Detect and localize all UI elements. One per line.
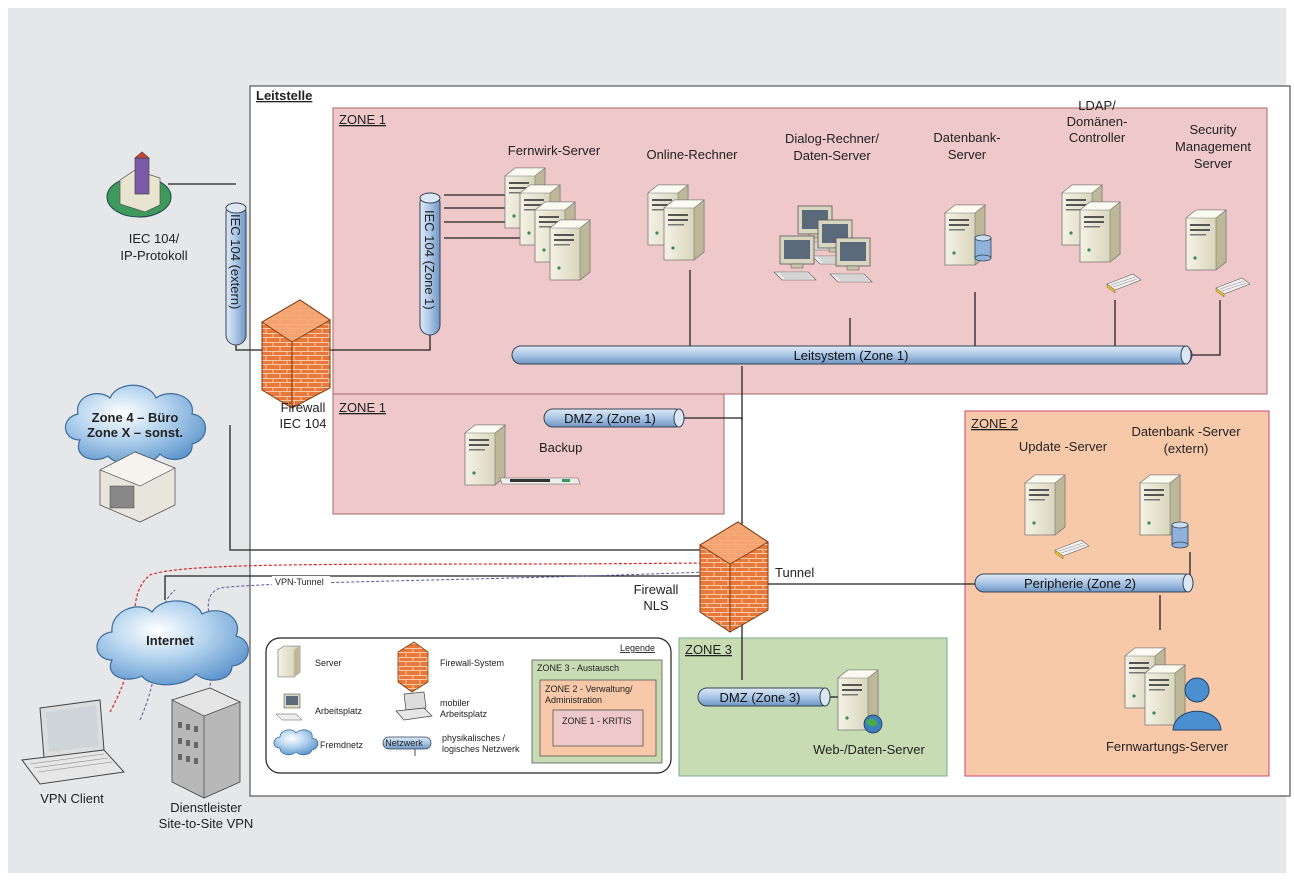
legend-mobil-label-1: mobiler: [440, 698, 470, 708]
dienstleister-building: [171, 687, 241, 799]
legend-zone3-label: ZONE 3 - Austausch: [537, 663, 619, 673]
legend-netz-label-1: physikalisches /: [442, 733, 506, 743]
legend-netzwerk-label: Netzwerk: [385, 738, 423, 748]
iec-site-label-2: IP-Protokoll: [120, 248, 187, 263]
legend-firewall-label: Firewall-System: [440, 658, 504, 668]
datenbank-label-1: Datenbank-: [933, 130, 1000, 145]
firewall-iec: [261, 299, 331, 409]
zone1-backup-label: ZONE 1: [339, 400, 386, 415]
web-server: [837, 669, 883, 734]
firewall-iec-label-1: Firewall: [281, 400, 326, 415]
security-label-2: Management: [1175, 139, 1251, 154]
zone3-label: ZONE 3: [685, 642, 732, 657]
iec-zone1-network: IEC 104 (Zone 1): [419, 192, 441, 336]
dmz2-network: DMZ 2 (Zone 1): [543, 408, 685, 428]
leitsystem-label: Leitsystem (Zone 1): [794, 348, 909, 363]
legend-server-label: Server: [315, 658, 342, 668]
db-extern-label-1: Datenbank -Server: [1131, 424, 1241, 439]
web-server-label: Web-/Daten-Server: [813, 742, 925, 757]
zone4-label-2: Zone X – sonst.: [87, 425, 183, 440]
legend-zone2-label-2: Administration: [545, 695, 602, 705]
legend-zone2-label-1: ZONE 2 - Verwaltung/: [545, 684, 633, 694]
ldap-label-1: LDAP/: [1078, 98, 1116, 113]
firewall-nls-label-2: NLS: [643, 598, 669, 613]
dialog-label-2: Daten-Server: [793, 148, 871, 163]
iec-site-label-1: IEC 104/: [129, 231, 180, 246]
dienstleister-label-1: Dienstleister: [170, 800, 242, 815]
vpn-client-laptop: [21, 699, 126, 785]
online-rechner-label: Online-Rechner: [646, 147, 738, 162]
iec-site-icon: [106, 151, 172, 218]
ldap-label-3: Controller: [1069, 130, 1126, 145]
dmz2-label: DMZ 2 (Zone 1): [564, 411, 656, 426]
fernwirk-label: Fernwirk-Server: [508, 143, 601, 158]
datenbank-server: [944, 204, 992, 266]
fernwartung-label: Fernwartungs-Server: [1106, 739, 1229, 754]
legend-arbeitsplatz-icon: [275, 693, 303, 721]
legend-zone1-label: ZONE 1 - KRITIS: [562, 716, 632, 726]
zone2-label: ZONE 2: [971, 416, 1018, 431]
vpn-tunnel-label-bg: [272, 576, 330, 588]
backup-label: Backup: [539, 440, 582, 455]
vpn-tunnel-label: VPN-Tunnel: [275, 577, 324, 587]
internet-cloud: Internet: [96, 600, 249, 686]
ldap-label-2: Domänen-: [1067, 114, 1128, 129]
legend: Legende Server Firewall-System Arbeitspl…: [265, 637, 672, 774]
db-extern-server: [1139, 474, 1189, 549]
dmz3-label: DMZ (Zone 3): [720, 690, 801, 705]
leitsystem-network: Leitsystem (Zone 1): [511, 345, 1193, 365]
legend-mobil-icon: [395, 691, 433, 721]
legend-title: Legende: [620, 643, 655, 653]
peripherie-label: Peripherie (Zone 2): [1024, 576, 1136, 591]
firewall-nls: [699, 521, 769, 633]
legend-fremdnetz-icon: [273, 729, 319, 756]
fernwartung-servers: [1124, 647, 1222, 731]
zone2-box: [964, 410, 1270, 777]
vpn-client-label: VPN Client: [40, 791, 104, 806]
iec-zone1-label: IEC 104 (Zone 1): [422, 210, 437, 310]
iec-extern-label: IEC 104 (extern): [228, 214, 243, 309]
datenbank-label-2: Server: [948, 147, 987, 162]
internet-label: Internet: [146, 633, 194, 648]
iec-extern-network: IEC 104 (extern): [225, 202, 247, 346]
tunnel-label: Tunnel: [775, 565, 814, 580]
legend-mobil-label-2: Arbeitsplatz: [440, 709, 488, 719]
security-label-3: Server: [1194, 156, 1233, 171]
update-server-label: Update -Server: [1019, 439, 1108, 454]
legend-firewall-icon: [397, 641, 429, 693]
zone3-box: [678, 637, 948, 777]
zone1-main-label: ZONE 1: [339, 112, 386, 127]
legend-netzwerk-icon: Netzwerk: [382, 736, 432, 756]
dialog-label-1: Dialog-Rechner/: [785, 131, 879, 146]
dmz3-network: DMZ (Zone 3): [697, 687, 831, 707]
legend-arbeitsplatz-label: Arbeitsplatz: [315, 706, 363, 716]
dienstleister-label-2: Site-to-Site VPN: [159, 816, 254, 831]
legend-netz-label-2: logisches Netzwerk: [442, 744, 520, 754]
backup-server: [464, 424, 581, 486]
leitstelle-label: Leitstelle: [256, 88, 312, 103]
legend-fremdnetz-label: Fremdnetz: [320, 740, 364, 750]
zone4-label-1: Zone 4 – Büro: [92, 410, 179, 425]
peripherie-network: Peripherie (Zone 2): [974, 573, 1194, 593]
firewall-iec-label-2: IEC 104: [280, 416, 327, 431]
zone4-cloud: Zone 4 – Büro Zone X – sonst.: [64, 384, 207, 523]
db-extern-label-2: (extern): [1164, 441, 1209, 456]
security-label-1: Security: [1190, 122, 1237, 137]
legend-server-icon: [277, 645, 301, 678]
firewall-nls-label-1: Firewall: [634, 582, 679, 597]
